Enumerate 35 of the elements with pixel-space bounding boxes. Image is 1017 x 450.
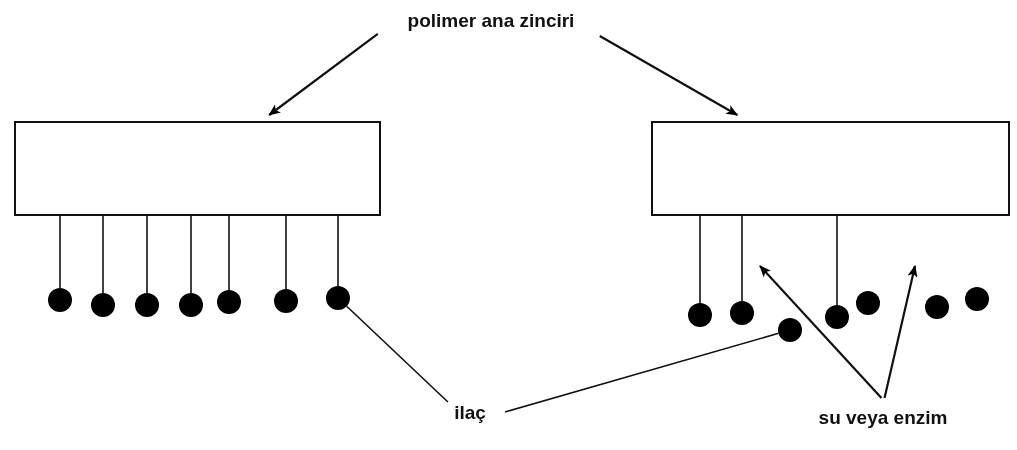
text-label: ilaç: [446, 401, 494, 427]
drug-dot: [688, 303, 712, 327]
drug-dot: [965, 287, 989, 311]
drug-dot: [91, 293, 115, 317]
connector-stick: [741, 215, 743, 302]
arrow: [268, 33, 379, 116]
connector-stick: [836, 215, 838, 306]
drug-dot: [326, 286, 350, 310]
polymer-backbone-box: [651, 121, 1010, 216]
drug-dot: [730, 301, 754, 325]
connector-stick: [337, 215, 339, 287]
drug-dot: [48, 288, 72, 312]
polymer-backbone-box: [14, 121, 381, 216]
drug-dot: [925, 295, 949, 319]
leader-line: [504, 332, 780, 413]
arrow: [599, 35, 739, 116]
drug-dot: [856, 291, 880, 315]
drug-dot: [135, 293, 159, 317]
drug-dot: [179, 293, 203, 317]
connector-stick: [190, 215, 192, 294]
arrow: [759, 265, 883, 399]
drug-dot: [274, 289, 298, 313]
drug-dot: [825, 305, 849, 329]
drug-dot: [778, 318, 802, 342]
connector-stick: [285, 215, 287, 290]
text-label: su veya enzim: [806, 406, 960, 432]
text-label: polimer ana zinciri: [380, 9, 602, 35]
connector-stick: [102, 215, 104, 294]
arrow: [883, 265, 918, 399]
drug-dot: [217, 290, 241, 314]
connector-stick: [699, 215, 701, 304]
connector-stick: [228, 215, 230, 291]
connector-stick: [59, 215, 61, 289]
connector-stick: [146, 215, 148, 294]
leader-line: [345, 305, 449, 403]
